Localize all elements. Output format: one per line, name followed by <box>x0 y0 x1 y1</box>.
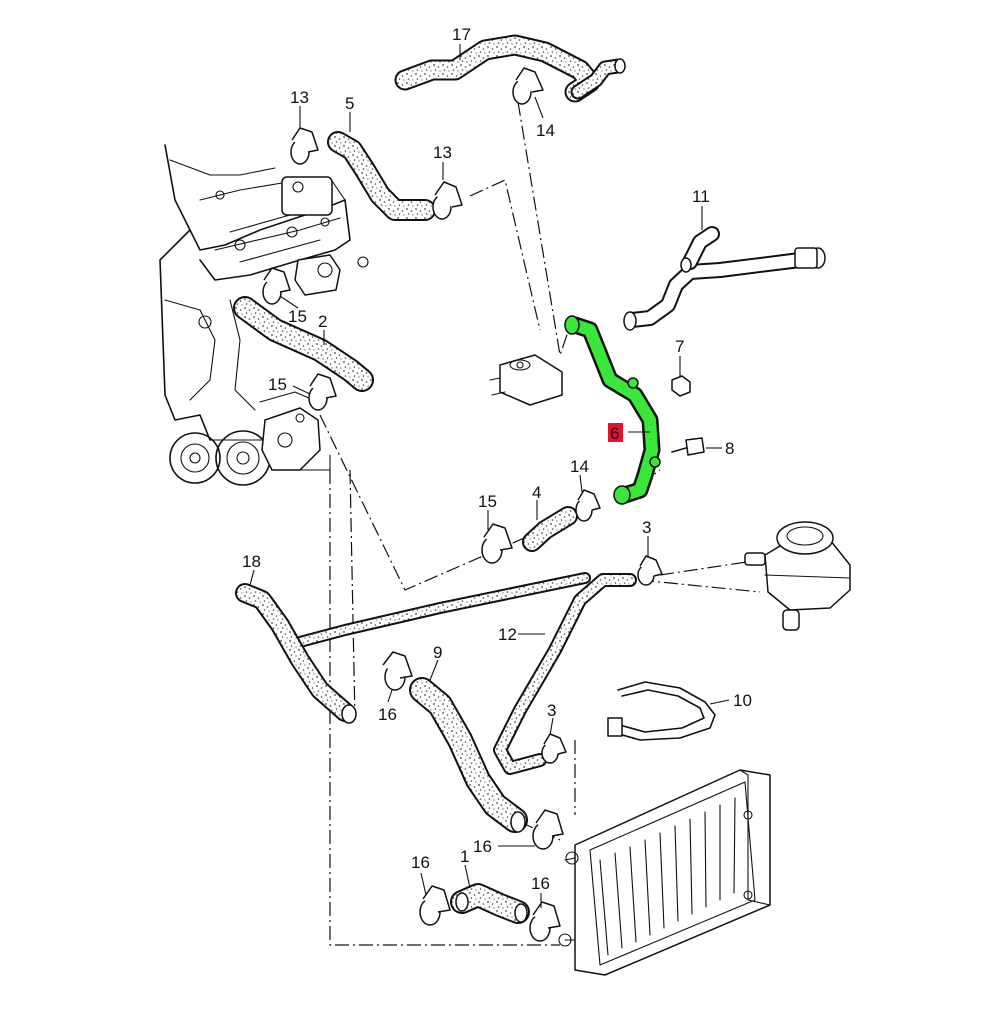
pipe-11 <box>623 226 826 331</box>
hose-18 <box>235 583 357 724</box>
hose-4 <box>522 506 578 552</box>
callout-13-lower: 13 <box>433 143 452 162</box>
pipe-6-end-top <box>564 315 580 335</box>
bolt-8 <box>671 437 705 456</box>
clamp-16-left <box>382 651 413 691</box>
callout-16-lower-left: 16 <box>411 853 430 872</box>
hose-9 <box>409 677 528 833</box>
clamp-14-middle <box>575 489 601 522</box>
callout-7: 7 <box>675 337 684 356</box>
callout-12: 12 <box>498 625 517 644</box>
callout-11: 11 <box>692 187 710 206</box>
clamp-3-upper <box>637 555 663 586</box>
callout-3-upper: 3 <box>642 518 651 537</box>
clamp-15-upper <box>262 267 291 305</box>
engine-block <box>159 144 369 486</box>
clamp-13-lower <box>432 181 463 220</box>
callout-16-lower-right: 16 <box>531 874 550 893</box>
clamp-15-middle <box>308 373 337 411</box>
callout-15-lower: 15 <box>478 492 497 511</box>
pipe-6-end-bottom <box>613 485 631 505</box>
callout-2: 2 <box>318 312 327 331</box>
callout-3-lower: 3 <box>547 701 556 720</box>
hose-12 <box>493 573 637 775</box>
callout-6-highlight-box <box>608 423 623 442</box>
clamp-15-lower <box>481 523 513 564</box>
radiator <box>558 769 771 976</box>
callout-4: 4 <box>532 483 541 502</box>
small-parts <box>489 354 851 976</box>
callout-18: 18 <box>242 552 261 571</box>
callout-6: 6 <box>610 424 619 443</box>
clamp-16-radiator-top <box>532 809 564 850</box>
clamp-16-lower-right <box>529 901 561 942</box>
callout-9: 9 <box>433 643 442 662</box>
leader-lines <box>249 44 730 908</box>
long-coolant-line <box>294 572 591 648</box>
pipe-6-bracket-lower <box>649 456 661 468</box>
callout-8: 8 <box>725 439 734 458</box>
callouts: 17 13 5 14 13 11 15 2 15 7 6 8 14 4 15 3… <box>242 25 752 893</box>
callout-15-upper: 15 <box>288 307 307 326</box>
clamp-3-lower <box>541 733 567 764</box>
pipe-6-highlighted <box>564 315 661 505</box>
heater-valve <box>489 354 563 406</box>
nut-7 <box>671 375 691 397</box>
hoses <box>233 34 637 924</box>
clamp-13-upper <box>290 127 319 165</box>
callout-17: 17 <box>452 25 471 44</box>
callout-14-middle: 14 <box>570 457 589 476</box>
clamp-16-lower-left <box>419 885 451 926</box>
clamp-14-upper <box>512 67 544 105</box>
callout-14-upper: 14 <box>536 121 555 140</box>
callout-16-radiator: 16 <box>473 837 492 856</box>
strap-10 <box>607 681 716 741</box>
hose-clamps <box>262 67 663 942</box>
callout-16-left: 16 <box>378 705 397 724</box>
hose-5 <box>327 131 436 221</box>
hose-17 <box>394 34 626 103</box>
callout-5: 5 <box>345 94 354 113</box>
hose-2 <box>233 296 374 392</box>
callout-1: 1 <box>460 847 469 866</box>
callout-10: 10 <box>733 691 752 710</box>
callout-15-middle: 15 <box>268 375 287 394</box>
expansion-tank <box>744 521 851 631</box>
pipe-6-fill <box>569 319 658 501</box>
hose-1 <box>450 883 530 924</box>
callout-13-upper: 13 <box>290 88 309 107</box>
pipe-6-bracket-upper <box>627 377 639 389</box>
